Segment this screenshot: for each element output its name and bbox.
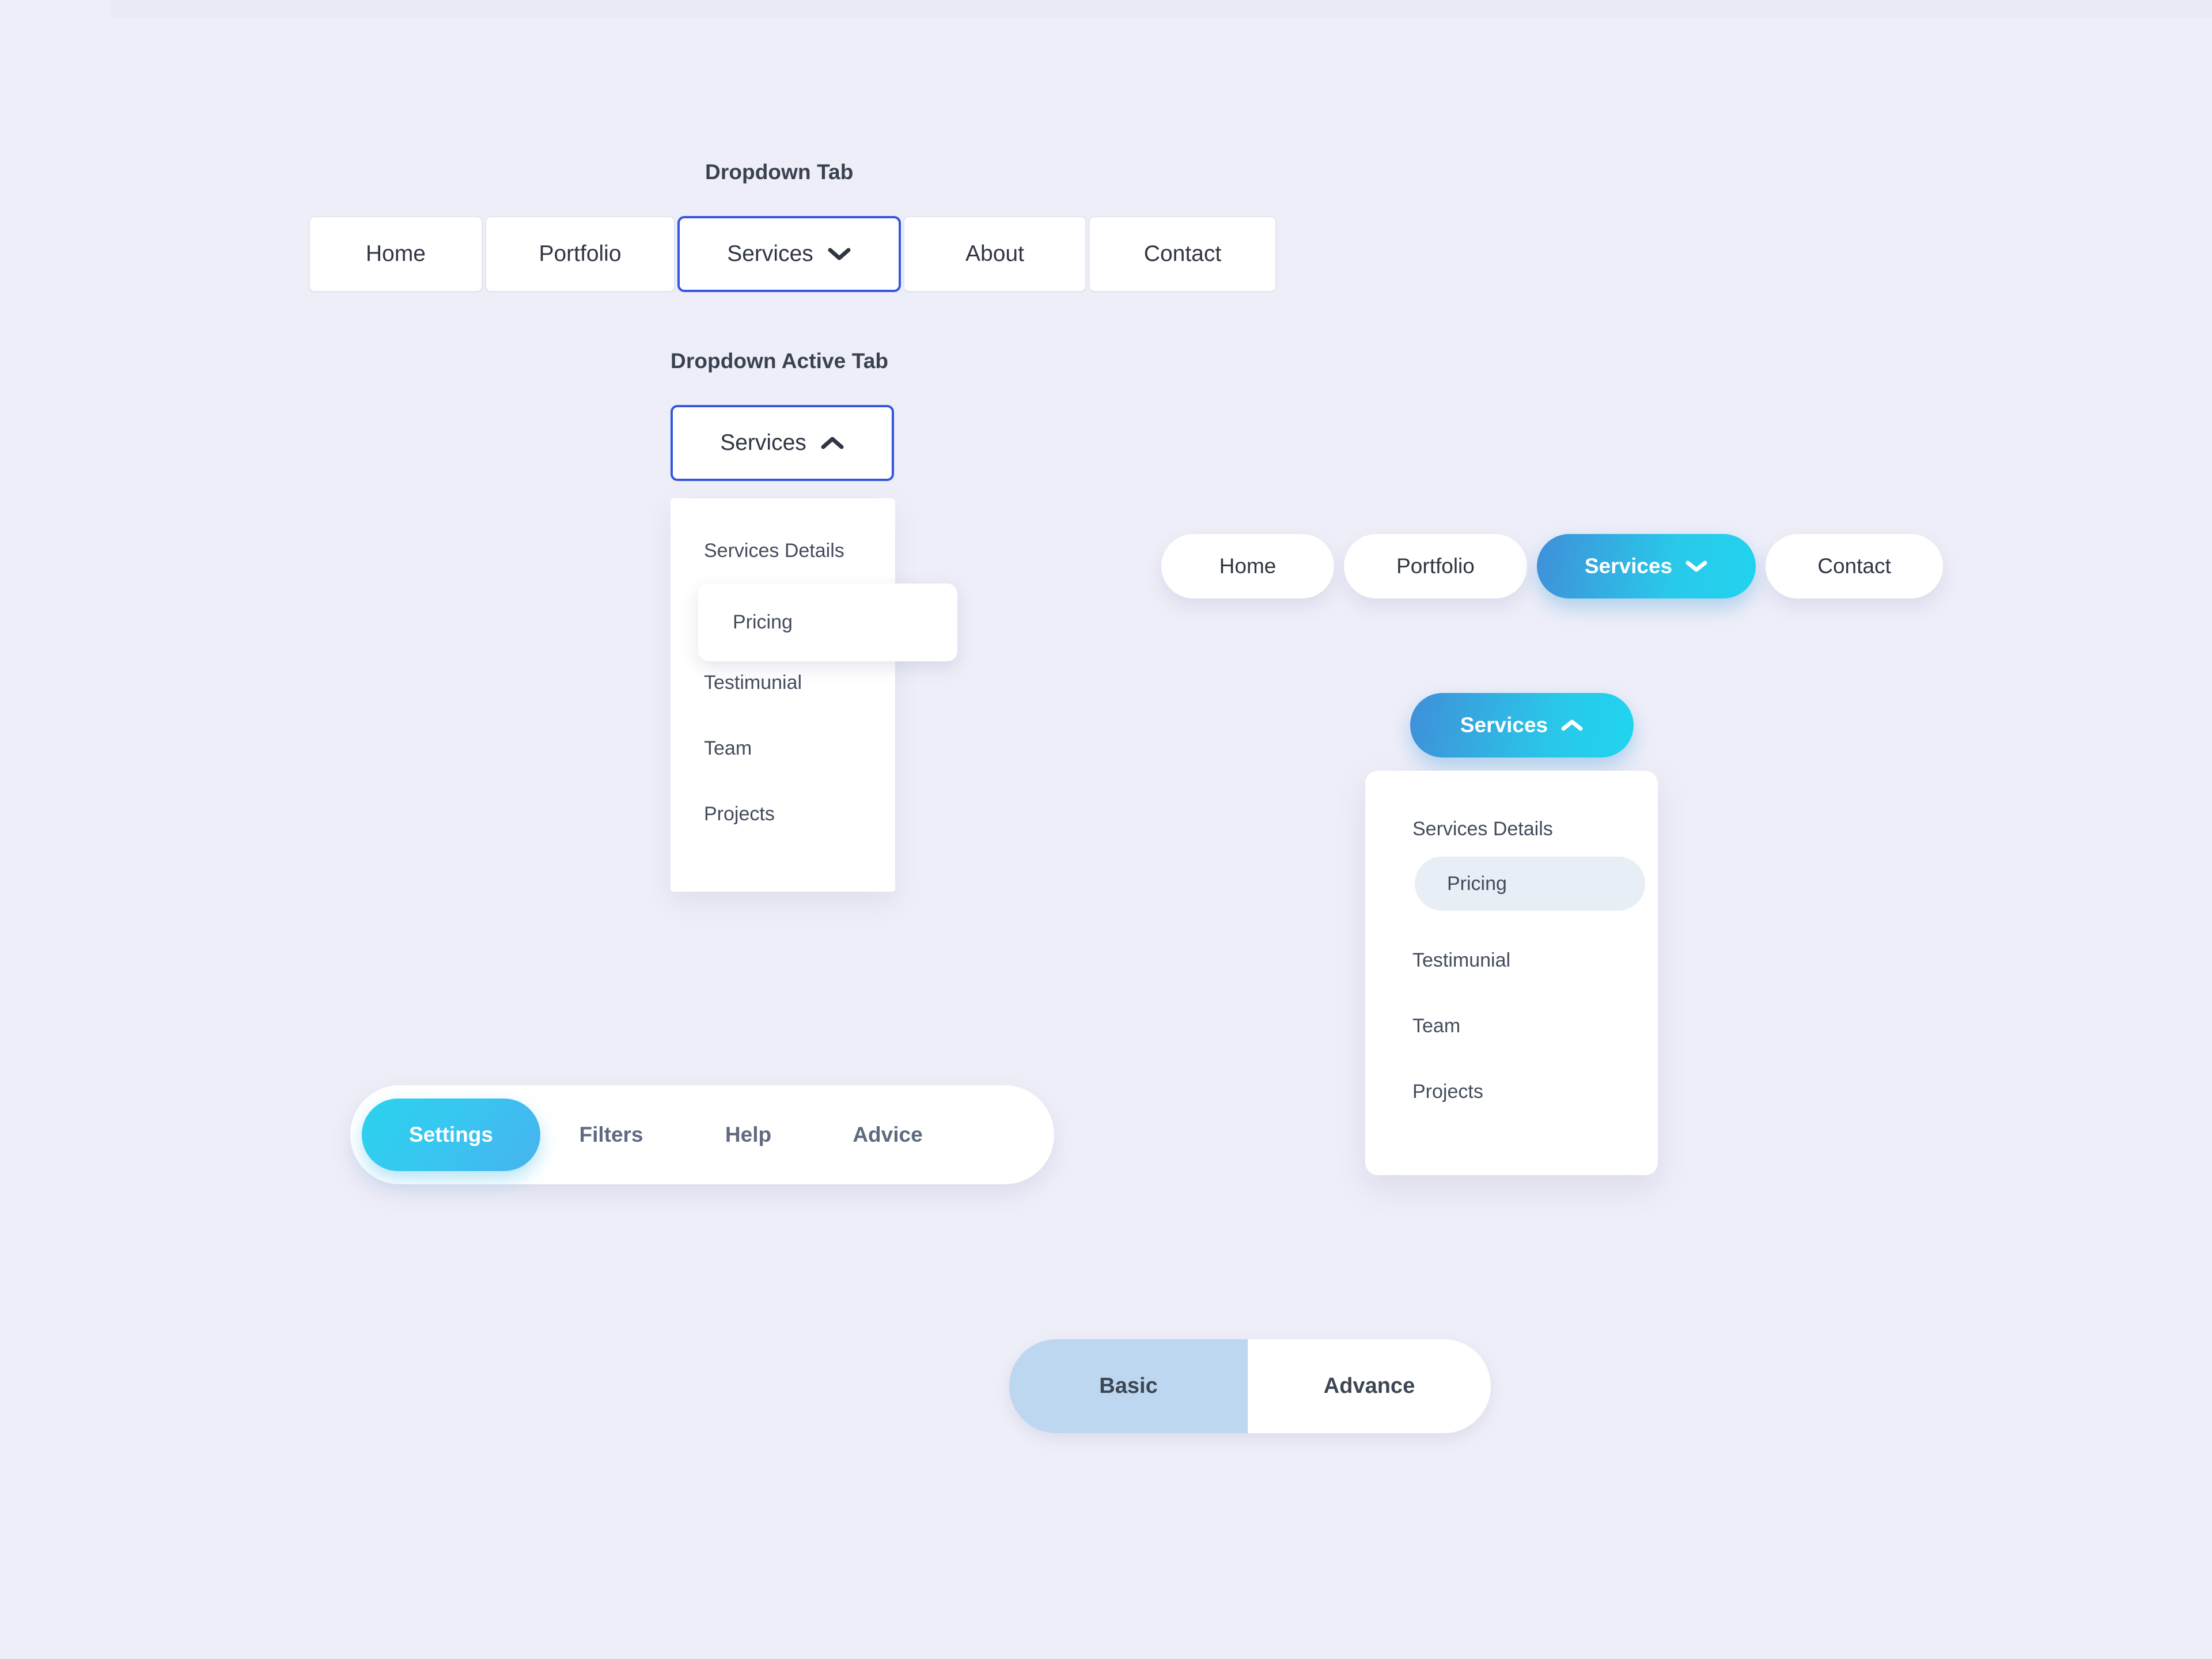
menu-item-label: Pricing xyxy=(733,611,793,633)
chevron-up-icon xyxy=(1560,718,1584,732)
menu-item-label: Testimunial xyxy=(1412,949,1511,971)
top-background-band xyxy=(111,0,2212,17)
pill-tab-portfolio[interactable]: Portfolio xyxy=(1344,534,1527,599)
menu-item-label: Projects xyxy=(704,803,775,825)
pill-menu-item-pricing[interactable]: Pricing xyxy=(1415,857,1645,911)
toggle-option-advance[interactable]: Advance xyxy=(1248,1339,1491,1433)
pill-menu-item-team[interactable]: Team xyxy=(1412,1015,1460,1037)
segment-label: Help xyxy=(725,1123,772,1146)
chevron-up-icon xyxy=(820,435,844,450)
segment-settings[interactable]: Settings xyxy=(362,1099,540,1171)
pill-tab-label: Portfolio xyxy=(1396,554,1475,578)
menu-item-label: Projects xyxy=(1412,1081,1483,1103)
menu-item-label: Services Details xyxy=(1412,818,1553,840)
tab-label: Contact xyxy=(1143,241,1222,266)
dropdown-active-tab-caption: Dropdown Active Tab xyxy=(671,349,889,373)
menu-item-label: Services Details xyxy=(704,540,844,562)
toggle-option-label: Basic xyxy=(1099,1374,1158,1398)
pill-tab-label: Contact xyxy=(1817,554,1891,578)
pill-tab-services[interactable]: Services xyxy=(1537,534,1756,599)
tab-about[interactable]: About xyxy=(903,216,1086,292)
chevron-down-icon xyxy=(827,247,851,262)
tab-home[interactable]: Home xyxy=(309,216,483,292)
menu-item-services-details[interactable]: Services Details xyxy=(704,540,844,562)
menu-item-label: Team xyxy=(1412,1015,1461,1037)
segment-label: Filters xyxy=(579,1123,643,1146)
pill-menu-item-services-details[interactable]: Services Details xyxy=(1412,818,1553,840)
chevron-down-icon xyxy=(1685,559,1708,573)
tab-portfolio[interactable]: Portfolio xyxy=(485,216,675,292)
pill-dropdown-trigger-label: Services xyxy=(1460,713,1548,737)
pill-tab-contact[interactable]: Contact xyxy=(1766,534,1943,599)
menu-item-label: Pricing xyxy=(1447,872,1507,895)
segment-filters[interactable]: Filters xyxy=(540,1085,682,1184)
pill-tab-label: Home xyxy=(1219,554,1277,578)
tab-label: Portfolio xyxy=(539,241,622,266)
menu-item-testimunial[interactable]: Testimunial xyxy=(704,672,802,694)
toggle-option-basic[interactable]: Basic xyxy=(1009,1339,1248,1433)
tab-services[interactable]: Services xyxy=(677,216,901,292)
menu-item-label: Team xyxy=(704,737,752,759)
dropdown-tab-caption: Dropdown Tab xyxy=(705,160,854,184)
dropdown-menu-panel xyxy=(671,498,895,892)
pill-dropdown-trigger-services[interactable]: Services xyxy=(1410,693,1634,757)
segment-help[interactable]: Help xyxy=(682,1085,815,1184)
pill-dropdown-menu-panel xyxy=(1365,771,1658,1175)
menu-item-pricing[interactable]: Pricing xyxy=(698,584,957,661)
pill-nav-group: Home Portfolio Services Contact xyxy=(1161,534,1943,599)
pill-menu-item-testimunial[interactable]: Testimunial xyxy=(1412,949,1510,972)
tab-label: About xyxy=(965,241,1024,266)
tab-label: Services xyxy=(727,241,813,266)
segment-label: Settings xyxy=(409,1123,493,1146)
segmented-control: Settings Filters Help Advice xyxy=(350,1085,1054,1184)
dropdown-trigger-services[interactable]: Services xyxy=(671,405,894,481)
segment-advice[interactable]: Advice xyxy=(815,1085,961,1184)
toggle-option-label: Advance xyxy=(1323,1374,1415,1398)
menu-item-projects[interactable]: Projects xyxy=(704,803,775,825)
menu-item-label: Testimunial xyxy=(704,672,802,694)
dropdown-trigger-label: Services xyxy=(720,430,806,455)
pill-tab-label: Services xyxy=(1584,554,1673,578)
pill-menu-item-projects[interactable]: Projects xyxy=(1412,1081,1483,1103)
tab-label: Home xyxy=(365,241,426,266)
pill-tab-home[interactable]: Home xyxy=(1161,534,1334,599)
tab-contact[interactable]: Contact xyxy=(1089,216,1277,292)
segment-label: Advice xyxy=(853,1123,923,1146)
basic-advance-toggle: Basic Advance xyxy=(1009,1339,1491,1433)
menu-item-team[interactable]: Team xyxy=(704,737,752,760)
dropdown-tab-group: Home Portfolio Services About Contact xyxy=(309,216,1277,292)
